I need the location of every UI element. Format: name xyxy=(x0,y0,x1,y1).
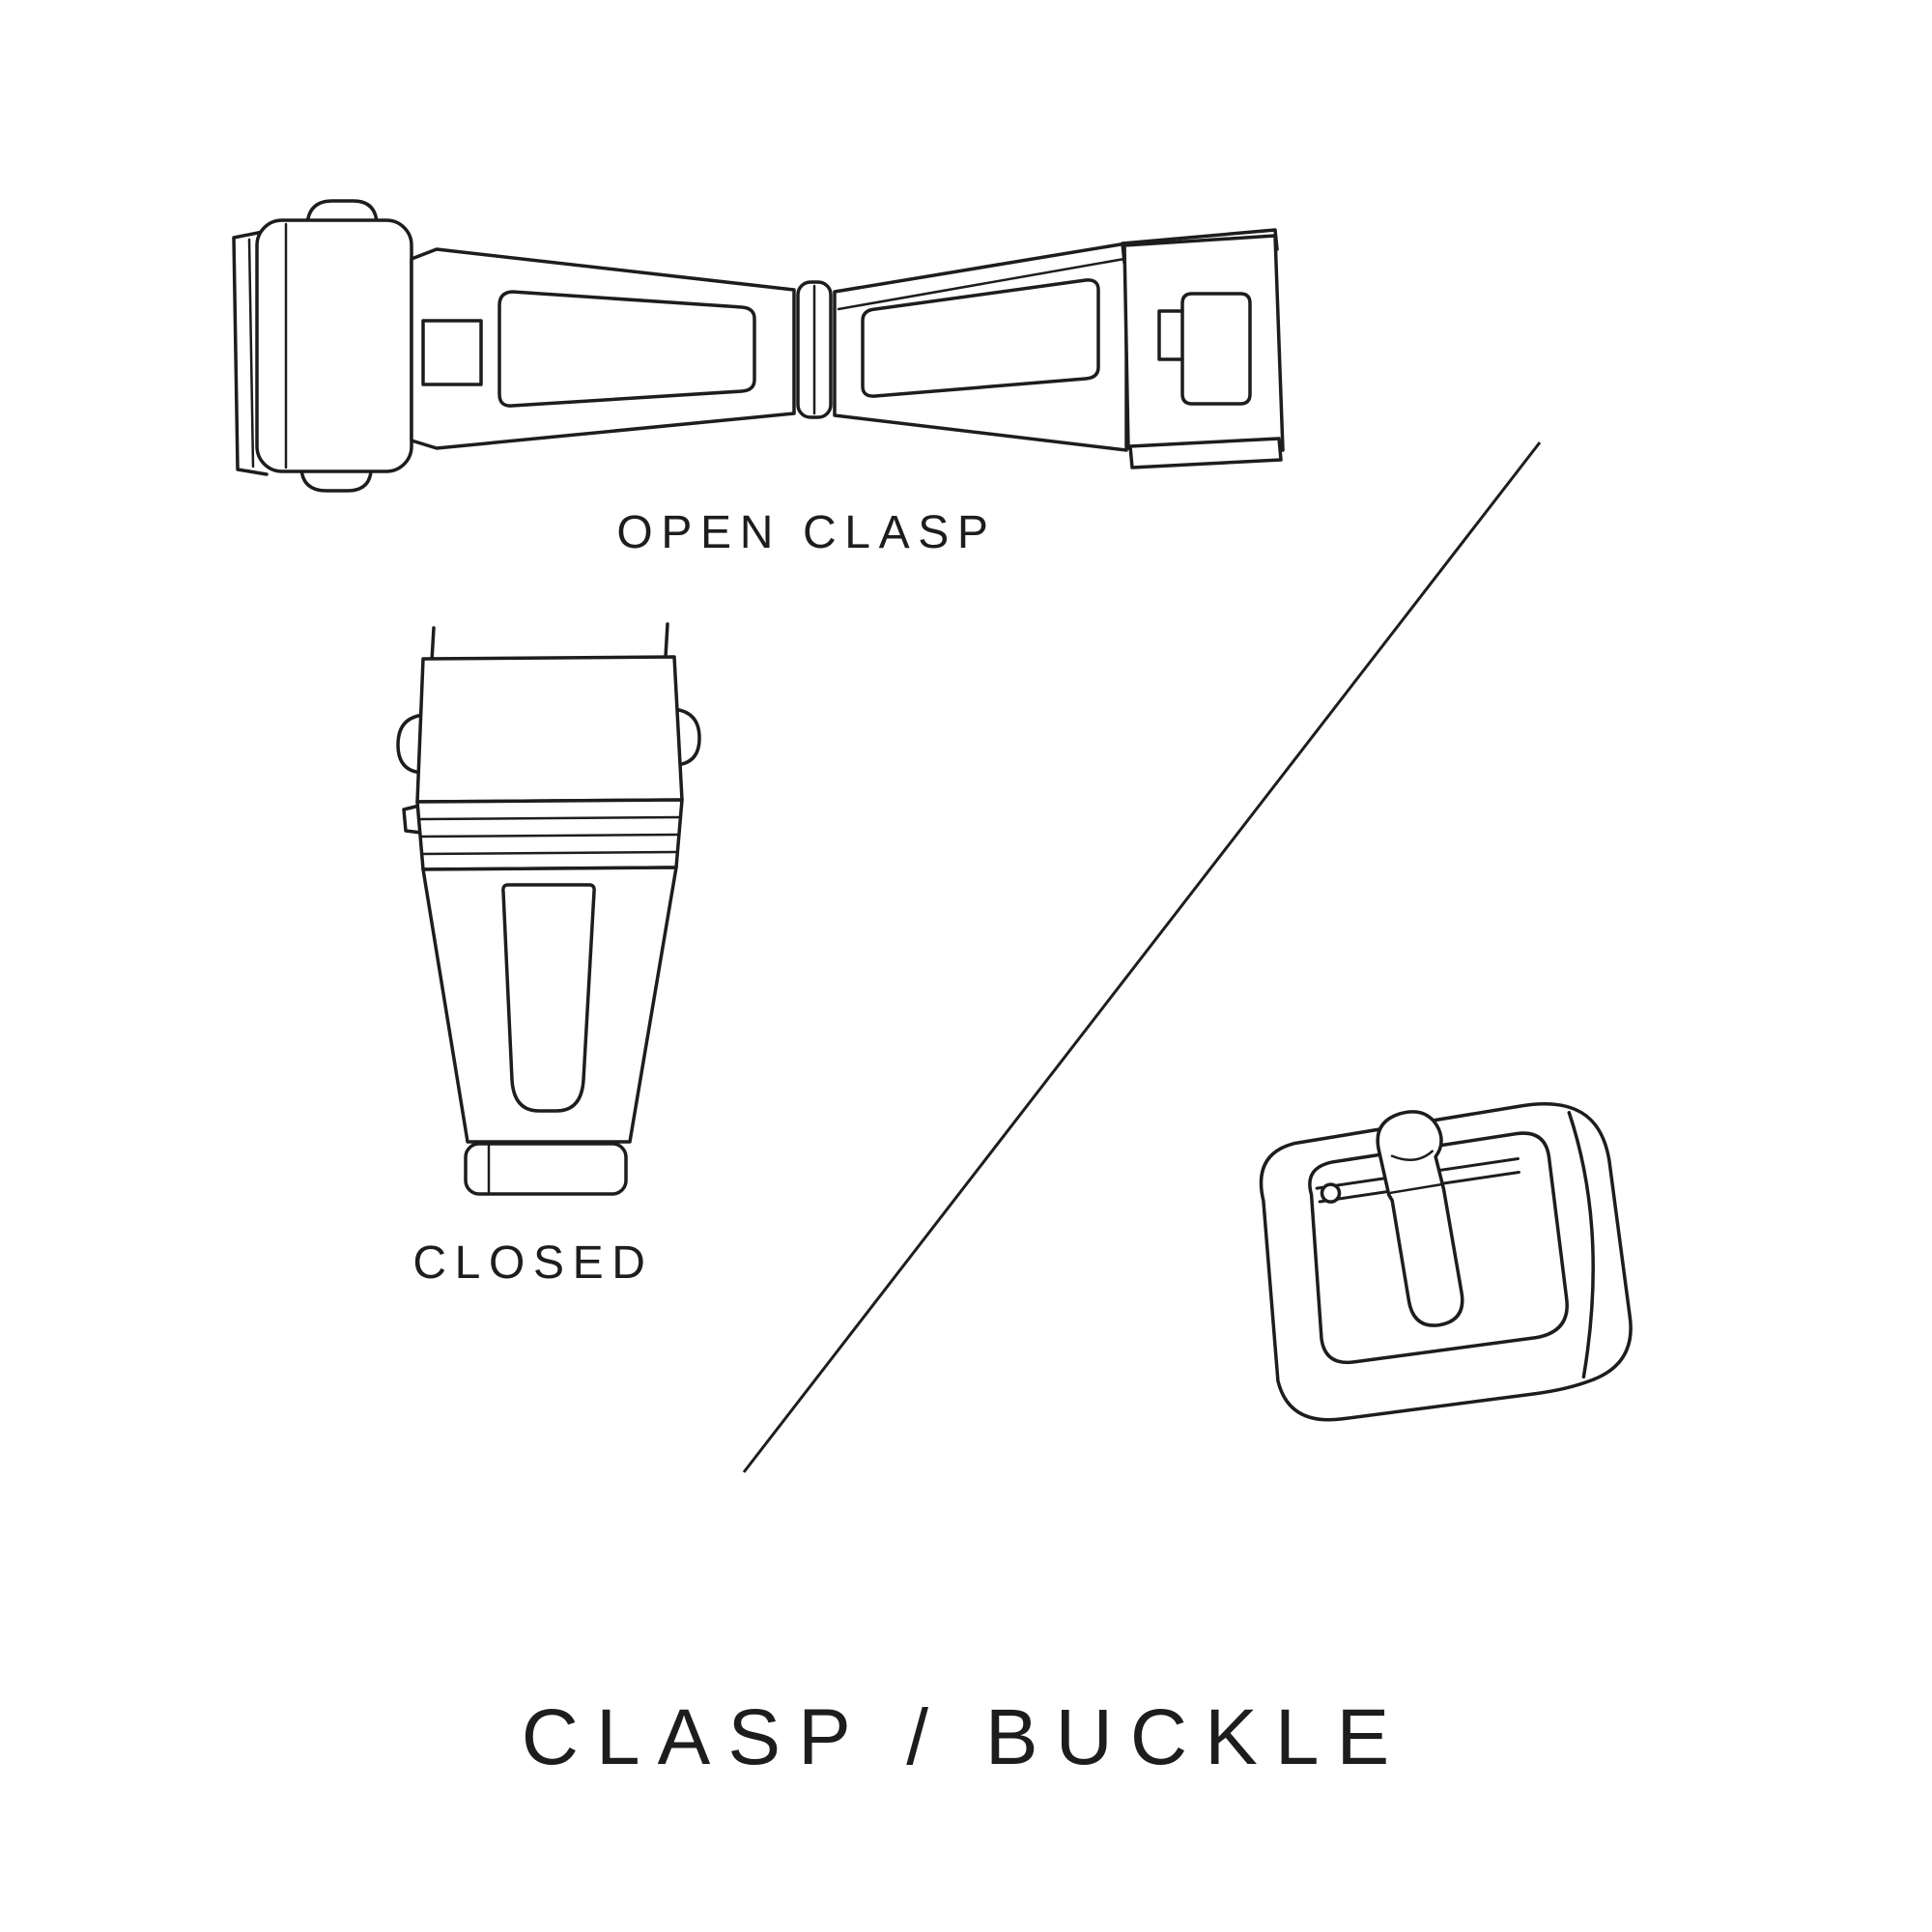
closed-clasp-illustration xyxy=(396,622,701,1196)
top-prong-left-icon xyxy=(430,626,436,663)
body-inner-outline xyxy=(501,883,596,1113)
cover-left-notch xyxy=(402,804,423,835)
buckle-prong xyxy=(1376,1110,1464,1327)
right-arm-inner-outline xyxy=(861,278,1100,398)
buckle-frame-right-thickness xyxy=(1567,1110,1595,1379)
end-link-bracket xyxy=(232,230,269,476)
band-line-1 xyxy=(416,815,682,821)
right-end xyxy=(1122,234,1285,452)
clasp-body xyxy=(421,866,678,1144)
top-prong-right-icon xyxy=(664,622,669,659)
spring-bar-pin xyxy=(1320,1182,1342,1204)
left-arm xyxy=(410,247,796,450)
right-end-keeper xyxy=(1180,292,1252,406)
diagram-title: CLASP / BUCKLE xyxy=(521,1693,1407,1781)
buckle-illustration xyxy=(1259,1102,1633,1422)
closed-clasp-caption: CLOSED xyxy=(412,1237,654,1289)
prong-fold-line xyxy=(1389,1182,1443,1195)
band-line-3 xyxy=(419,850,679,856)
clasp-cover xyxy=(415,655,684,804)
clasp-foot xyxy=(464,1142,628,1196)
right-arm-blade-line xyxy=(837,257,1126,311)
left-arm-hook xyxy=(421,319,483,386)
end-link-top-tab xyxy=(305,199,379,226)
open-clasp-caption: OPEN CLASP xyxy=(616,507,997,558)
band-line-2 xyxy=(418,833,680,838)
end-link xyxy=(255,218,413,473)
end-link-bracket-inner-line xyxy=(247,238,255,469)
prong-loop-line xyxy=(1390,1150,1434,1162)
right-end-hook xyxy=(1157,309,1184,361)
section-divider-line xyxy=(742,441,1542,1473)
right-end-bottom-strip xyxy=(1128,437,1283,469)
right-arm xyxy=(833,242,1128,452)
end-link-bottom-tab xyxy=(299,468,373,493)
open-clasp-illustration xyxy=(232,199,1285,493)
left-arm-inner-outline xyxy=(497,290,756,408)
